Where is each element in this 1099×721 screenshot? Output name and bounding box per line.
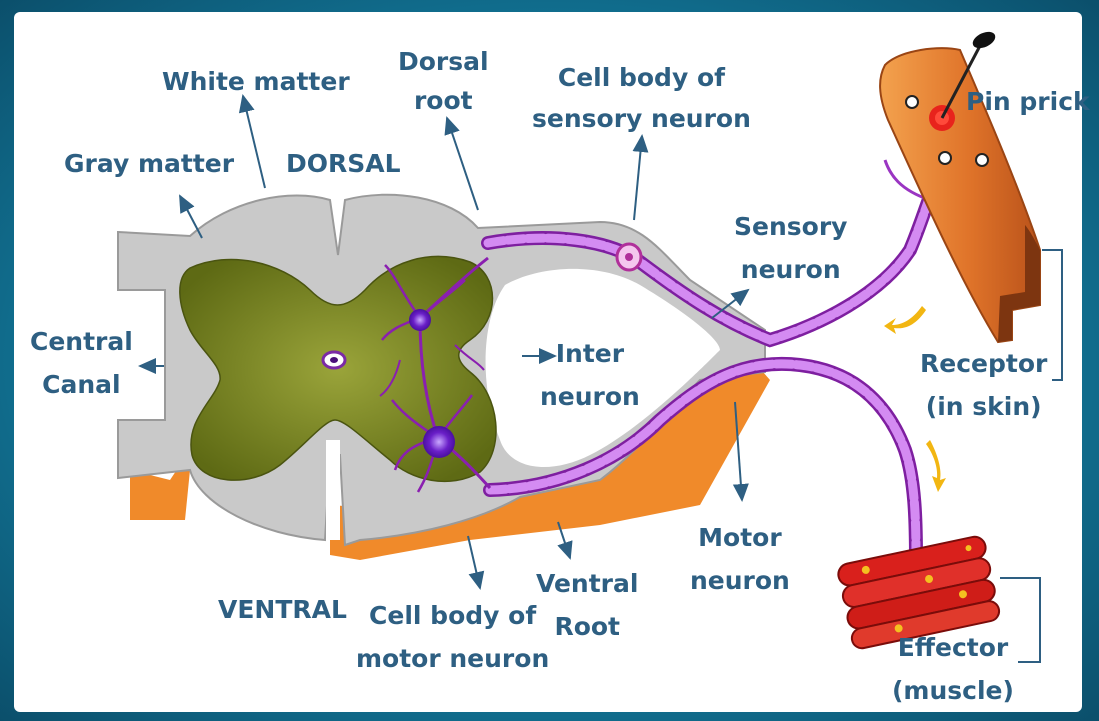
label-inter-neuron: Inter neuron [540, 332, 640, 418]
label-cell-body-sensory-line1: Cell body of [532, 56, 751, 99]
label-effector-line2: (muscle) [892, 669, 1014, 712]
label-dorsal: DORSAL [286, 142, 401, 185]
label-sensory-neuron: Sensory neuron [734, 205, 847, 291]
label-ventral-root-line1: Ventral [536, 562, 638, 605]
label-effector-line1: Effector [892, 626, 1014, 669]
label-ventral-root: Ventral Root [536, 562, 638, 648]
label-gray-matter: Gray matter [64, 142, 234, 185]
label-pin-prick: Pin prick [966, 80, 1090, 123]
label-dorsal-root: Dorsal root [398, 40, 489, 122]
label-receptor-line2: (in skin) [920, 385, 1047, 428]
label-inter-neuron-line1: Inter [540, 332, 640, 375]
label-cell-body-motor-line2: motor neuron [356, 637, 549, 680]
label-receptor-line1: Receptor [920, 342, 1047, 385]
label-sensory-neuron-line1: Sensory [734, 205, 847, 248]
label-effector: Effector (muscle) [892, 626, 1014, 712]
label-dorsal-root-line2: root [398, 79, 489, 122]
label-motor-neuron-line1: Motor [690, 516, 790, 559]
label-sensory-neuron-line2: neuron [734, 248, 847, 291]
motor-neuron-cell-body [423, 426, 455, 458]
central-canal [323, 352, 345, 368]
label-motor-neuron-line2: neuron [690, 559, 790, 602]
label-dorsal-root-line1: Dorsal [398, 40, 489, 83]
label-cell-body-sensory: Cell body of sensory neuron [532, 56, 751, 140]
label-cell-body-sensory-line2: sensory neuron [532, 97, 751, 140]
label-central-canal-line1: Central [30, 320, 133, 363]
label-central-canal-line2: Canal [30, 363, 133, 406]
label-inter-neuron-line2: neuron [540, 375, 640, 418]
label-motor-neuron: Motor neuron [690, 516, 790, 602]
label-cell-body-motor-line1: Cell body of [356, 594, 549, 637]
label-cell-body-motor: Cell body of motor neuron [356, 594, 549, 680]
interneuron-cell-body [409, 309, 431, 331]
label-central-canal: Central Canal [30, 320, 133, 406]
label-receptor: Receptor (in skin) [920, 342, 1047, 428]
label-ventral: VENTRAL [218, 588, 347, 631]
label-ventral-root-line2: Root [536, 605, 638, 648]
label-white-matter: White matter [162, 60, 350, 103]
sensory-neuron-cell-body [617, 244, 641, 270]
